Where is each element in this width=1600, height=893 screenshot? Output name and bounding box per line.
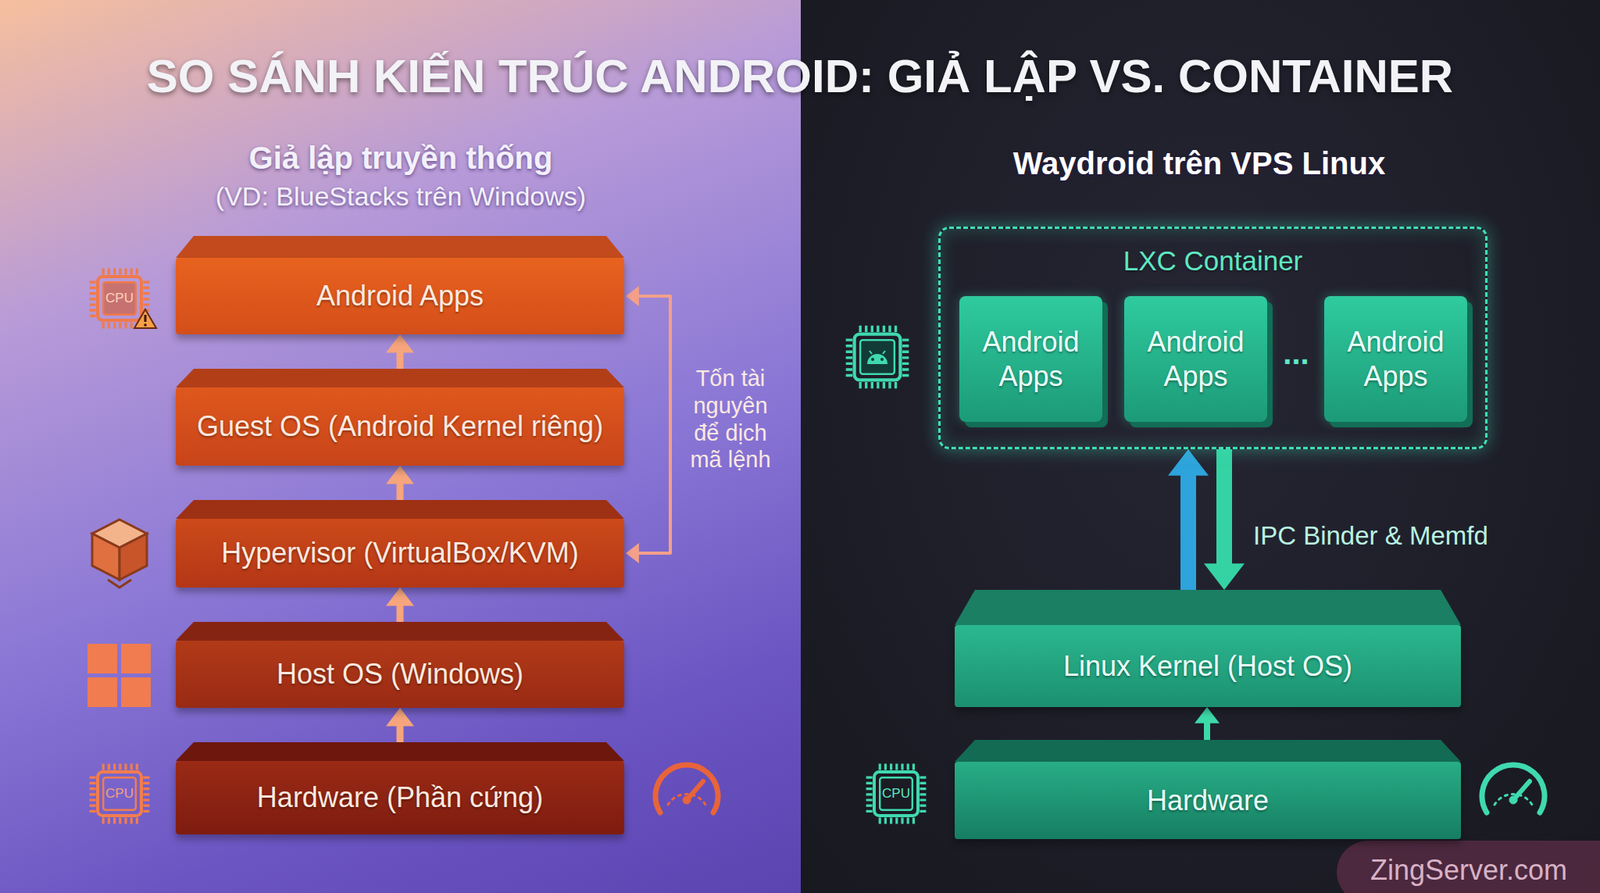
cpu-label: CPU [105,785,134,802]
node-label: Host OS (Windows) [276,657,524,691]
cpu-warning-icon [92,271,157,329]
connector-arrow [385,707,415,743]
watermark-pill [1336,840,1600,893]
layer-slab: Hardware [954,761,1461,840]
cpu-label: CPU [882,785,911,802]
connector-arrow [1194,707,1220,740]
connector-arrow [385,587,415,622]
section-heading: Waydroid trên VPS Linux [1013,144,1386,183]
node-label: Hardware [1146,783,1269,818]
layer-slab: Hardware (Phần cứng) [175,760,625,835]
arrow-head [385,707,415,726]
layer-slab: Hypervisor (VirtualBox/KVM) [175,518,625,588]
container-box: LXC ContainerAndroid Apps Android Apps And… [938,226,1488,450]
arrow-head [385,587,415,606]
arrow-head [1194,707,1220,724]
app-box: Android Apps [1124,296,1268,422]
cpu-icon [92,767,147,822]
slab-top-face [954,739,1461,762]
speedometer-icon [1482,764,1545,813]
node-label: Linux Kernel (Host OS) [1063,649,1353,683]
layer-slab: Linux Kernel (Host OS) [954,625,1461,708]
arrow-head [385,465,415,484]
node-label: Android Apps [1135,325,1257,393]
connector-arrow [385,334,415,369]
slab-top-face [175,742,625,761]
layer-slab: Android Apps [175,257,625,335]
windows-logo-icon [87,643,151,708]
connector-line [1216,449,1233,568]
node-label: Android Apps [1335,325,1457,393]
slab-top-face [175,235,625,258]
slab-top-face [175,500,625,519]
node-label: Android Apps [316,278,484,313]
connector-line [636,296,671,554]
cpu-icon [869,767,924,822]
connector-line [396,481,404,500]
android-chip-icon [849,328,906,386]
connector-line [396,350,404,369]
node-label: Guest OS (Android Kernel riêng) [196,409,604,443]
layer-slab: Host OS (Windows) [175,640,625,708]
node-label: Hypervisor (VirtualBox/KVM) [221,535,579,570]
ellipsis: ... [1282,334,1309,372]
arrow-head [1203,563,1245,590]
app-box: Android Apps [1324,296,1468,422]
connector-arrow [1203,449,1245,590]
arrow-head [625,285,640,307]
slab-top-face [954,589,1461,625]
edge-label: Tốn tài nguyên để dịch mã lệnh [682,364,779,474]
virtualbox-cube-icon [92,519,147,588]
arrow-head [1167,449,1209,476]
node-label: Android Apps [970,325,1092,393]
node-label: Hardware (Phần cứng) [257,780,543,815]
connector-arrow [1167,449,1209,590]
speedometer-icon [655,764,718,813]
section-subheading: (VD: BlueStacks trên Windows) [215,180,586,213]
connector-line [1180,471,1197,590]
connector-line [396,603,404,622]
edge-label: IPC Binder & Memfd [1253,520,1489,552]
layer-slab: Guest OS (Android Kernel riêng) [175,387,625,466]
section-heading: Giả lập truyền thống [249,139,554,177]
connector-arrow [385,465,415,500]
slab-top-face [175,368,625,388]
arrow-head [385,334,415,353]
connector-line [396,723,404,743]
slab-top-face [175,621,625,641]
connector-arrow [625,285,671,564]
diagram-title: SO SÁNH KIẾN TRÚC ANDROID: GIẢ LẬP VS. C… [0,48,1600,105]
app-box: Android Apps [959,296,1103,422]
cpu-label: CPU [105,290,134,307]
arrow-head [625,542,640,564]
watermark: ZingServer.com [1370,853,1568,887]
container-title: LXC Container [1123,244,1304,278]
connector-line [1203,721,1211,740]
